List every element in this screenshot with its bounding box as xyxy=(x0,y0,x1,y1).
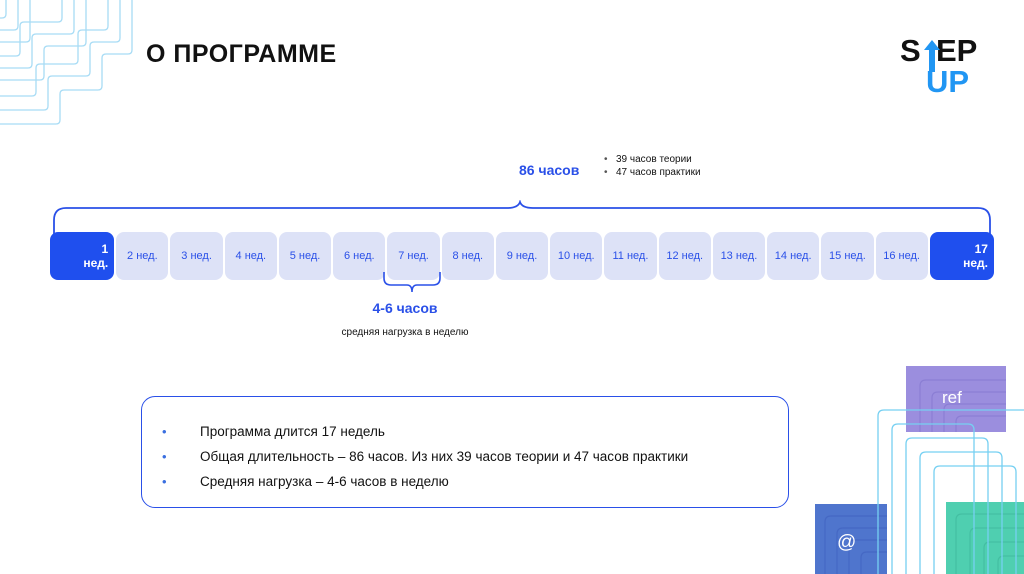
week-box-15[interactable]: 15 нед. xyxy=(821,232,874,280)
step-up-logo: S EP UP xyxy=(900,33,977,98)
timeline-brace-large xyxy=(53,200,991,236)
week-box-14[interactable]: 14 нед. xyxy=(767,232,820,280)
decorative-squares-bottomright: ref @ xyxy=(814,364,1024,574)
hours-breakdown-list: 39 часов теории 47 часов практики xyxy=(604,153,701,179)
decorative-square-ref: ref xyxy=(906,366,1006,432)
decorative-square-green xyxy=(946,502,1024,574)
hours-breakdown-item: 47 часов практики xyxy=(604,166,701,179)
week-box-8[interactable]: 8 нед. xyxy=(441,232,494,280)
summary-bullet-list: Программа длится 17 недель Общая длитель… xyxy=(142,397,788,494)
svg-text:UP: UP xyxy=(926,64,969,98)
week-box-4[interactable]: 4 нед. xyxy=(224,232,277,280)
summary-bullet-item: Средняя нагрузка – 4-6 часов в неделю xyxy=(142,469,788,494)
svg-text:S: S xyxy=(900,33,921,68)
summary-bullet-item: Общая длительность – 86 часов. Из них 39… xyxy=(142,444,788,469)
week-label-line1: 17 xyxy=(974,242,988,256)
page-title: О ПРОГРАММЕ xyxy=(146,40,337,68)
weekly-load-value: 4-6 часов xyxy=(372,300,438,316)
week-box-12[interactable]: 12 нед. xyxy=(658,232,711,280)
decorative-square-at-label: @ xyxy=(837,532,857,553)
decorative-square-at: @ xyxy=(815,504,887,574)
decorative-staircase-bottomright xyxy=(877,409,1024,574)
week-label-line2: нед. xyxy=(963,256,988,270)
week-box-16[interactable]: 16 нед. xyxy=(875,232,928,280)
week-box-3[interactable]: 3 нед. xyxy=(170,232,223,280)
week-label-line1: 1 xyxy=(101,242,109,256)
svg-text:EP: EP xyxy=(936,33,977,68)
week-box-9[interactable]: 9 нед. xyxy=(495,232,549,280)
week-box-13[interactable]: 13 нед. xyxy=(712,232,766,280)
hours-breakdown-item: 39 часов теории xyxy=(604,153,701,166)
decorative-staircase-topleft xyxy=(0,0,133,125)
week-box-7[interactable]: 7 нед. xyxy=(387,232,440,280)
summary-callout-box: Программа длится 17 недель Общая длитель… xyxy=(141,396,789,508)
week-label-line2: нед. xyxy=(83,256,109,270)
weekly-load-brace xyxy=(383,272,441,293)
summary-bullet-item: Программа длится 17 недель xyxy=(142,419,788,444)
decorative-square-ref-label: ref xyxy=(942,388,962,407)
week-box-2[interactable]: 2 нед. xyxy=(116,232,169,280)
week-box-10[interactable]: 10 нед. xyxy=(550,232,603,280)
total-hours-label: 86 часов xyxy=(519,162,580,178)
up-arrow-icon xyxy=(924,40,940,72)
weekly-load-caption: средняя нагрузка в неделю xyxy=(341,327,469,338)
week-box-5[interactable]: 5 нед. xyxy=(278,232,332,280)
week-box-6[interactable]: 6 нед. xyxy=(333,232,386,280)
week-box-11[interactable]: 11 нед. xyxy=(604,232,657,280)
